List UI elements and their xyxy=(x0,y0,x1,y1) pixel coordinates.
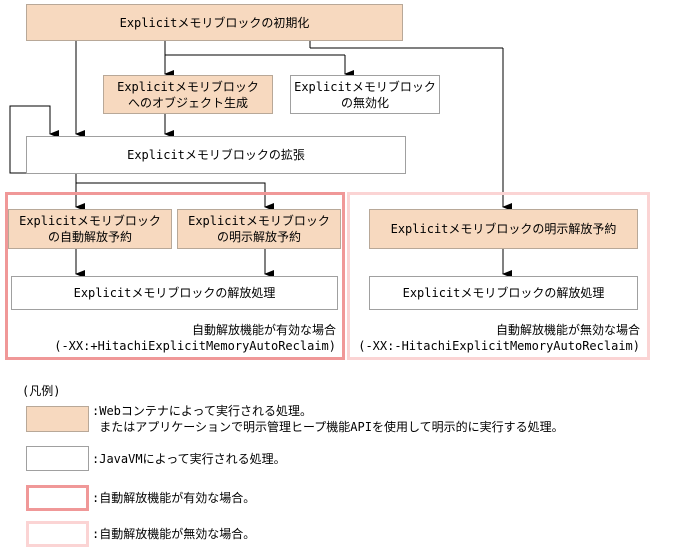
legend-text-enabled: :自動解放機能が有効な場合。 xyxy=(92,491,256,505)
legend-swatch-tan xyxy=(26,406,89,432)
legend-swatch-white xyxy=(26,446,89,471)
node-explicit-release-reserve-right: Explicitメモリブロックの明示解放予約 xyxy=(369,209,638,249)
arrow-expand-loop xyxy=(9,105,59,174)
legend-text-disabled: :自動解放機能が無効な場合。 xyxy=(92,527,256,541)
node-init: Explicitメモリブロックの初期化 xyxy=(26,4,403,41)
label-disabled: 自動解放機能が無効な場合 (-XX:-HitachiExplicitMemory… xyxy=(358,323,640,353)
legend-text-white: :JavaVMによって実行される処理。 xyxy=(92,452,286,466)
region-auto-reclaim-disabled xyxy=(347,192,650,360)
legend-swatch-enabled xyxy=(26,485,89,511)
legend-text-tan: :Webコンテナによって実行される処理。 またはアプリケーションで明示管理ヒープ… xyxy=(92,404,564,434)
legend-title: (凡例) xyxy=(22,384,61,398)
label-enabled: 自動解放機能が有効な場合 (-XX:+HitachiExplicitMemory… xyxy=(54,323,336,353)
legend-swatch-disabled xyxy=(26,521,89,547)
node-create-object: Explicitメモリブロック へのオブジェクト生成 xyxy=(103,75,273,114)
node-explicit-release-reserve-left: Explicitメモリブロック の明示解放予約 xyxy=(177,209,341,249)
node-release-left: Explicitメモリブロックの解放処理 xyxy=(11,276,338,310)
region-auto-reclaim-enabled xyxy=(5,192,345,360)
node-disable: Explicitメモリブロック の無効化 xyxy=(290,75,440,114)
node-auto-release-reserve: Explicitメモリブロック の自動解放予約 xyxy=(8,209,172,249)
node-release-right: Explicitメモリブロックの解放処理 xyxy=(369,276,638,310)
node-expand: Explicitメモリブロックの拡張 xyxy=(26,136,406,174)
arrow-expand-to-explicit-reserve xyxy=(76,182,274,211)
